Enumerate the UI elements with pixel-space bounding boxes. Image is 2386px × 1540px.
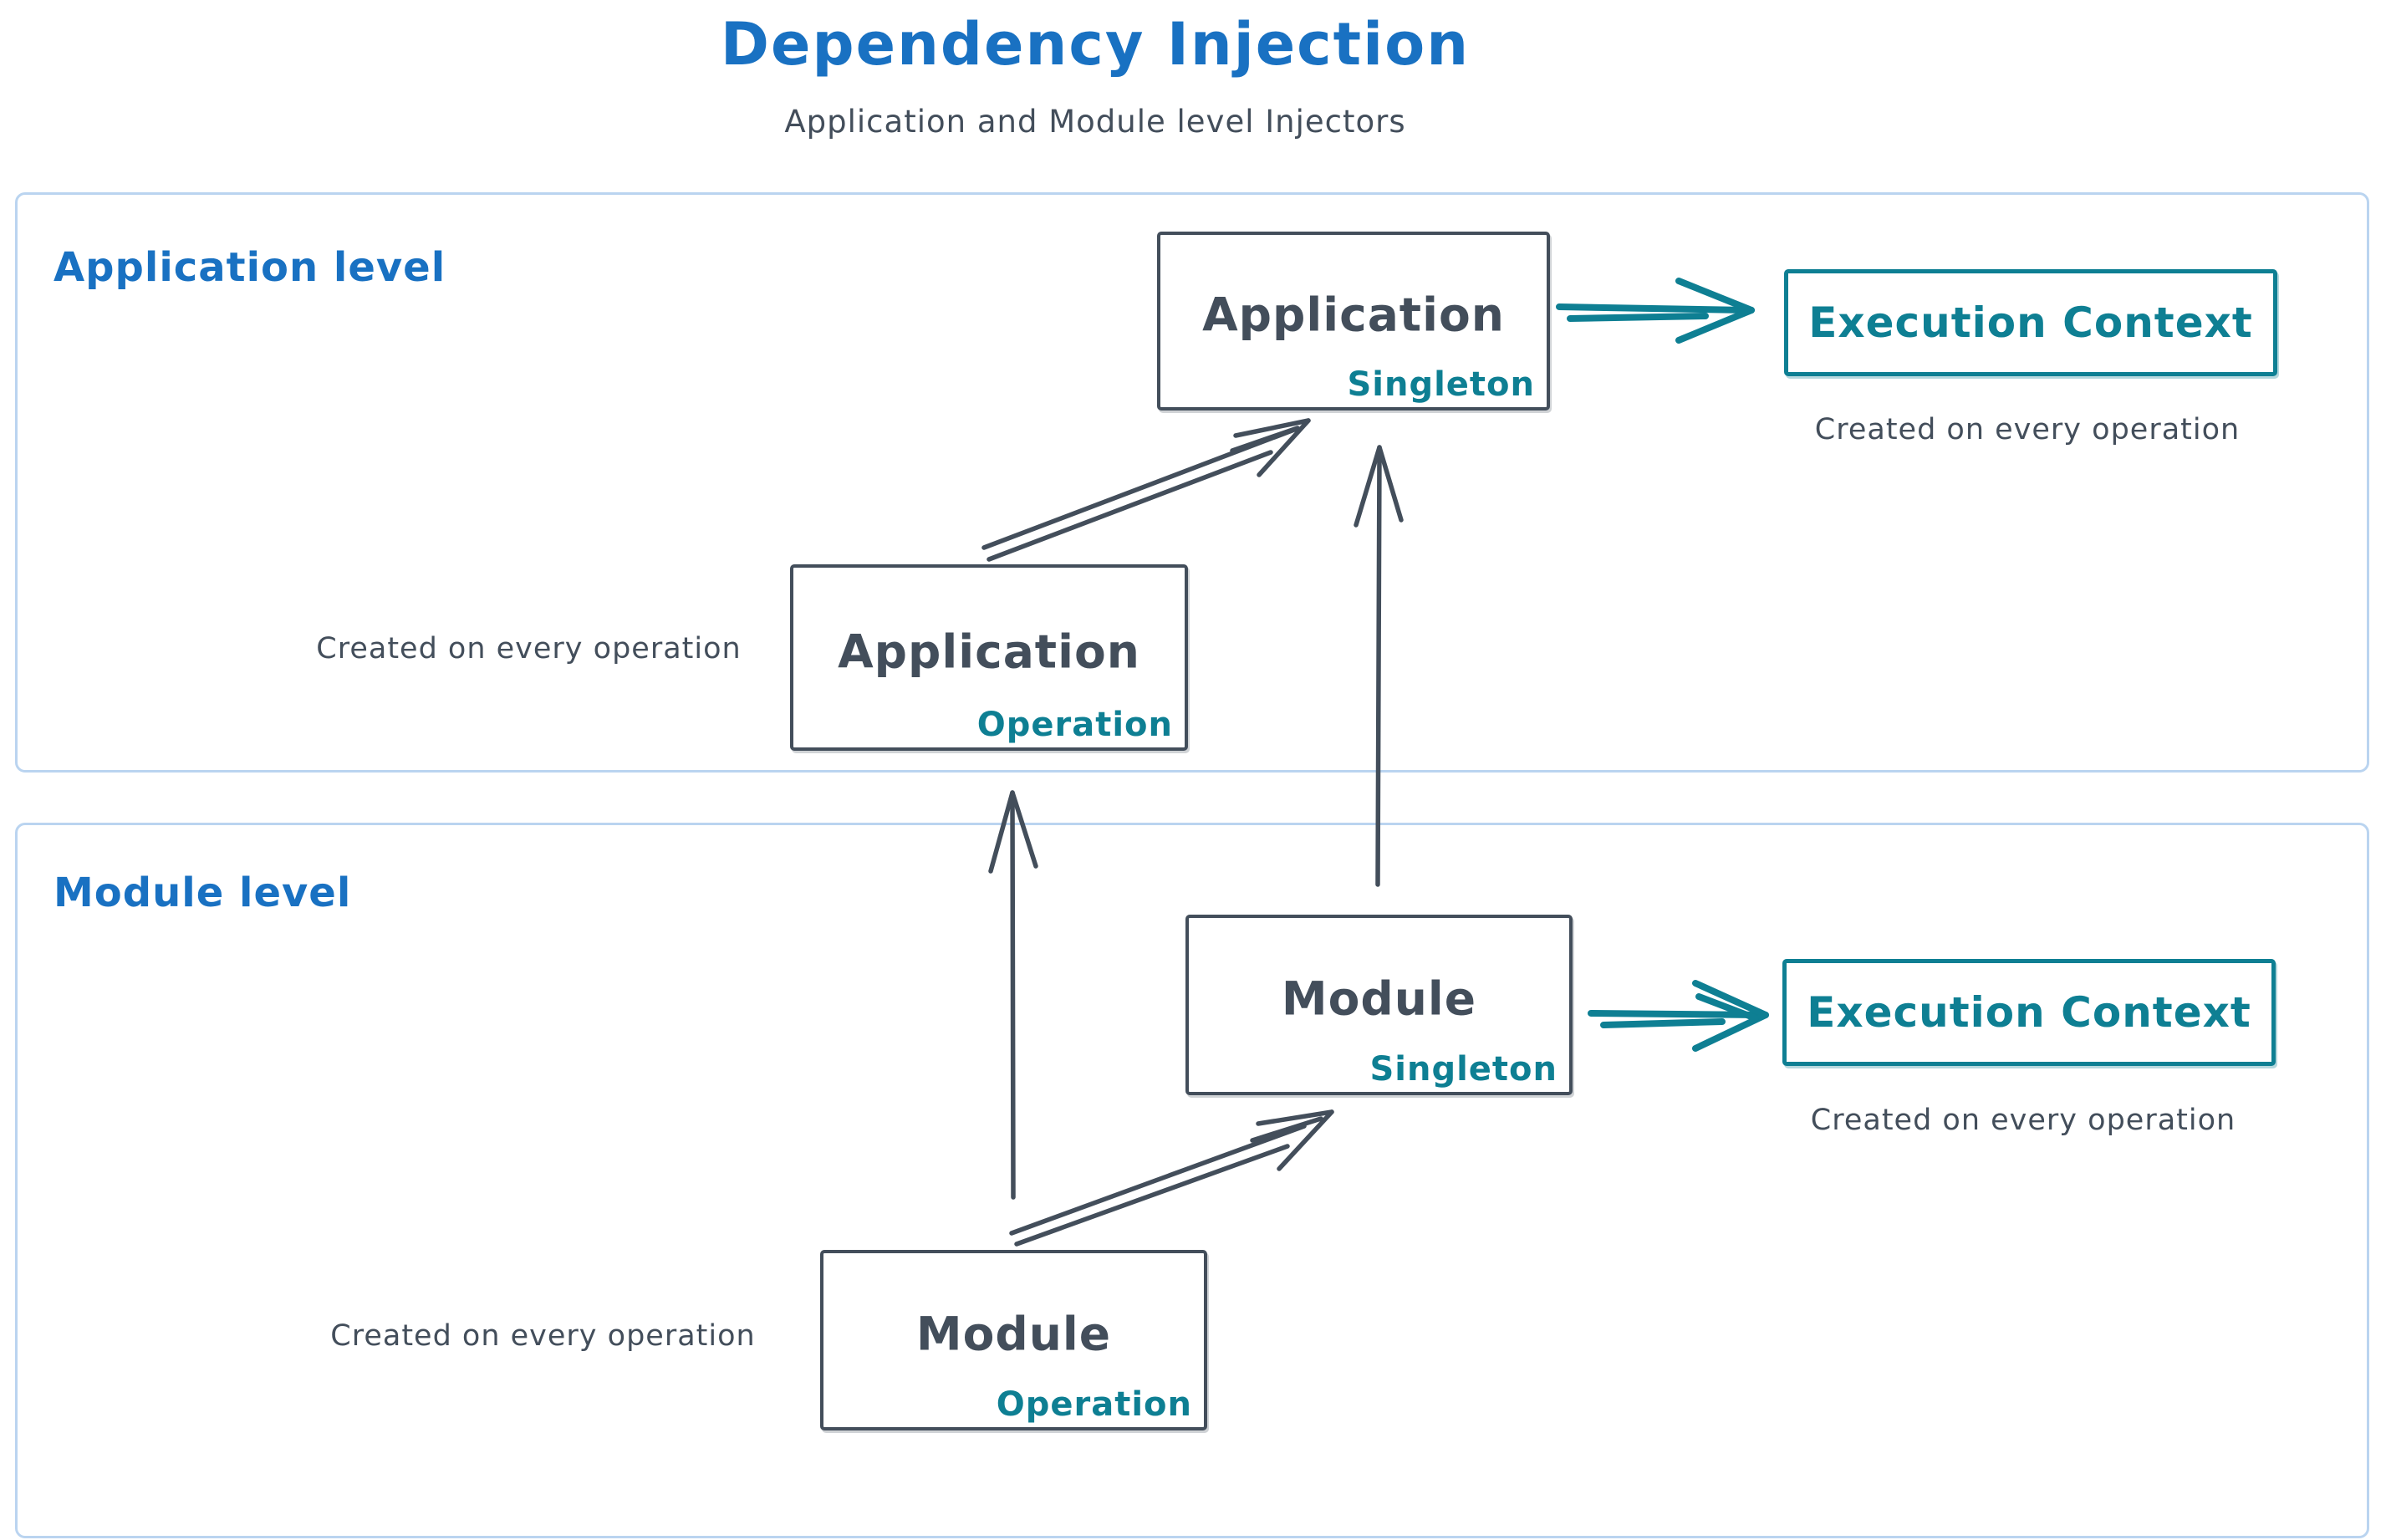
node-title: Application (838, 624, 1140, 678)
module-level-container (15, 823, 2369, 1538)
execution-context-label: Execution Context (1807, 988, 2251, 1037)
caption-app-execution-context: Created on every operation (1814, 413, 2241, 446)
execution-context-label: Execution Context (1808, 298, 2253, 347)
node-title: Module (1281, 971, 1477, 1026)
module-operation-box: Module Operation (820, 1250, 1207, 1430)
diagram-title: Dependency Injection (720, 10, 1471, 79)
application-singleton-box: Application Singleton (1157, 232, 1550, 410)
node-tag: Operation (976, 706, 1173, 744)
application-operation-box: Application Operation (790, 564, 1188, 751)
node-title: Application (1202, 288, 1505, 342)
node-tag: Singleton (1347, 365, 1535, 404)
node-title: Module (915, 1307, 1112, 1361)
caption-module-execution-context: Created on every operation (1810, 1104, 2236, 1137)
application-level-label: Application level (54, 244, 446, 291)
module-level-label: Module level (54, 869, 352, 916)
execution-context-box-module: Execution Context (1782, 959, 2276, 1066)
execution-context-box-application: Execution Context (1784, 269, 2277, 376)
diagram-subtitle: Application and Module level Injectors (784, 104, 1406, 140)
application-level-container (15, 192, 2369, 773)
node-tag: Singleton (1369, 1050, 1558, 1089)
module-singleton-box: Module Singleton (1185, 915, 1573, 1095)
caption-module-operation: Created on every operation (330, 1319, 756, 1353)
node-tag: Operation (996, 1385, 1192, 1424)
caption-app-operation: Created on every operation (316, 632, 742, 665)
